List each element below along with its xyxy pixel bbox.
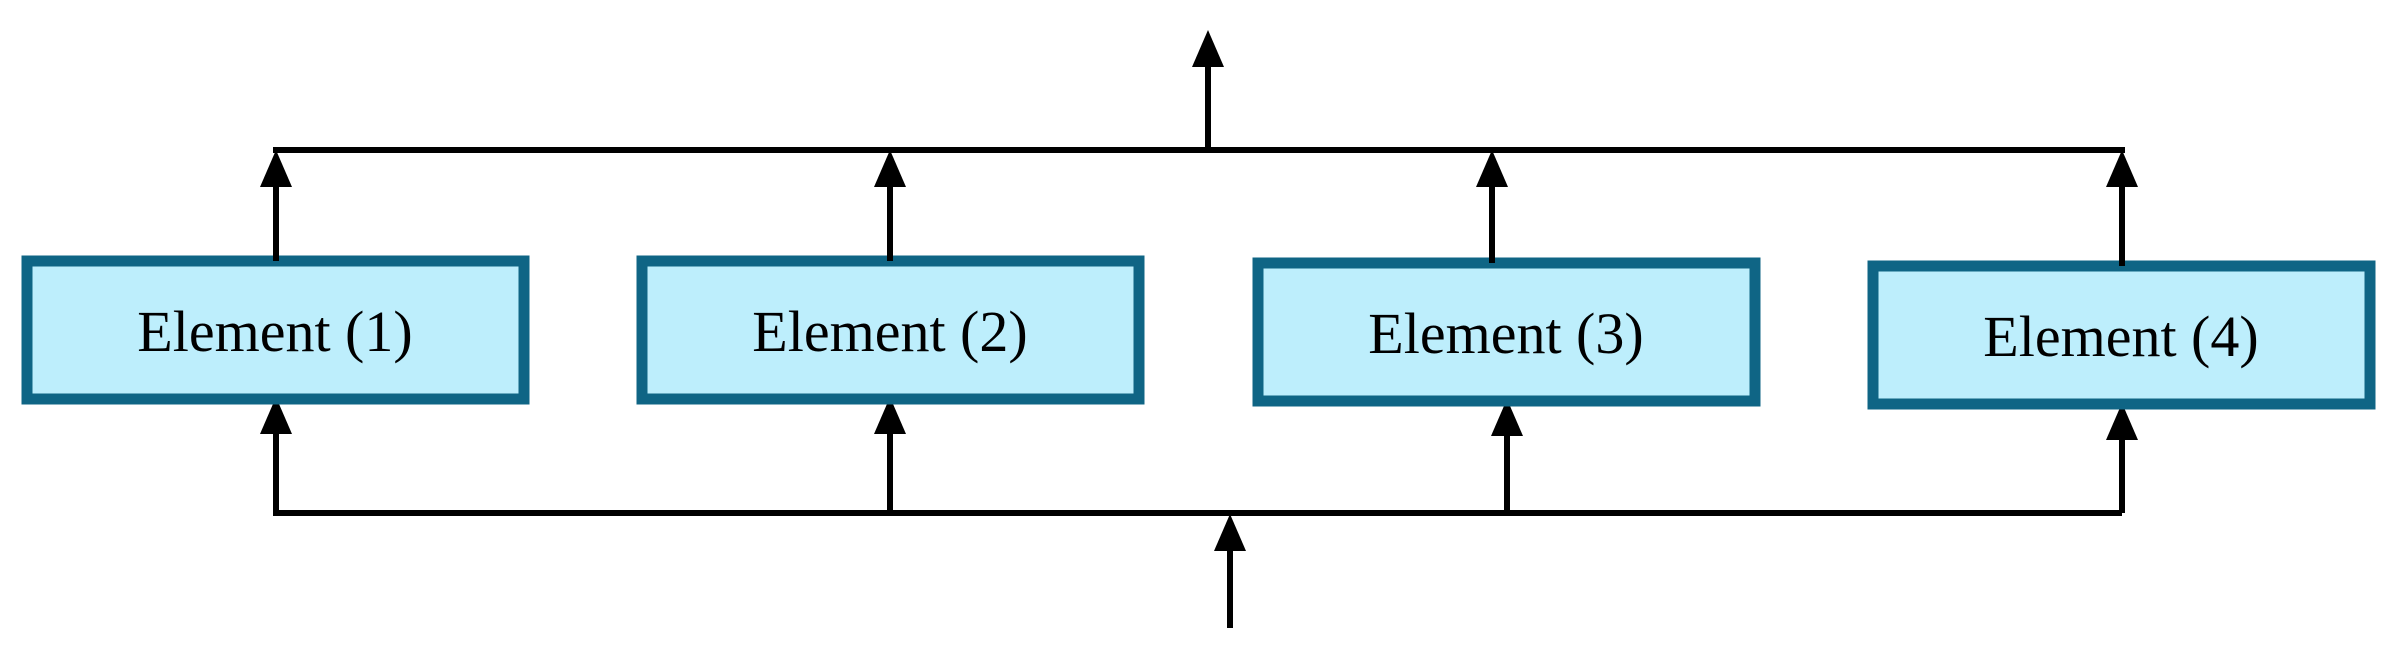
- input-feed-2-head: [874, 397, 906, 434]
- element-2: Element (2): [636, 255, 1145, 405]
- output-feed-1-head: [260, 150, 292, 187]
- output-feed-3-head: [1476, 150, 1508, 187]
- element-3: Element (3): [1252, 257, 1761, 407]
- input-arrow-head: [1214, 514, 1246, 551]
- element-1: Element (1): [21, 255, 530, 405]
- output-feed-2-head: [874, 150, 906, 187]
- element-4-box: [1867, 260, 2376, 410]
- output-arrow-head: [1192, 30, 1224, 67]
- element-4: Element (4): [1867, 260, 2376, 410]
- element-2-label: Element (2): [752, 299, 1027, 364]
- element-3-box: [1252, 257, 1761, 407]
- input-feed-1-head: [260, 397, 292, 434]
- element-1-label: Element (1): [137, 299, 412, 364]
- output-feed-4-head: [2106, 150, 2138, 187]
- input-feed-4-head: [2106, 403, 2138, 440]
- element-4-label: Element (4): [1983, 304, 2258, 369]
- input-feed-3-head: [1491, 399, 1523, 436]
- element-3-label: Element (3): [1368, 301, 1643, 366]
